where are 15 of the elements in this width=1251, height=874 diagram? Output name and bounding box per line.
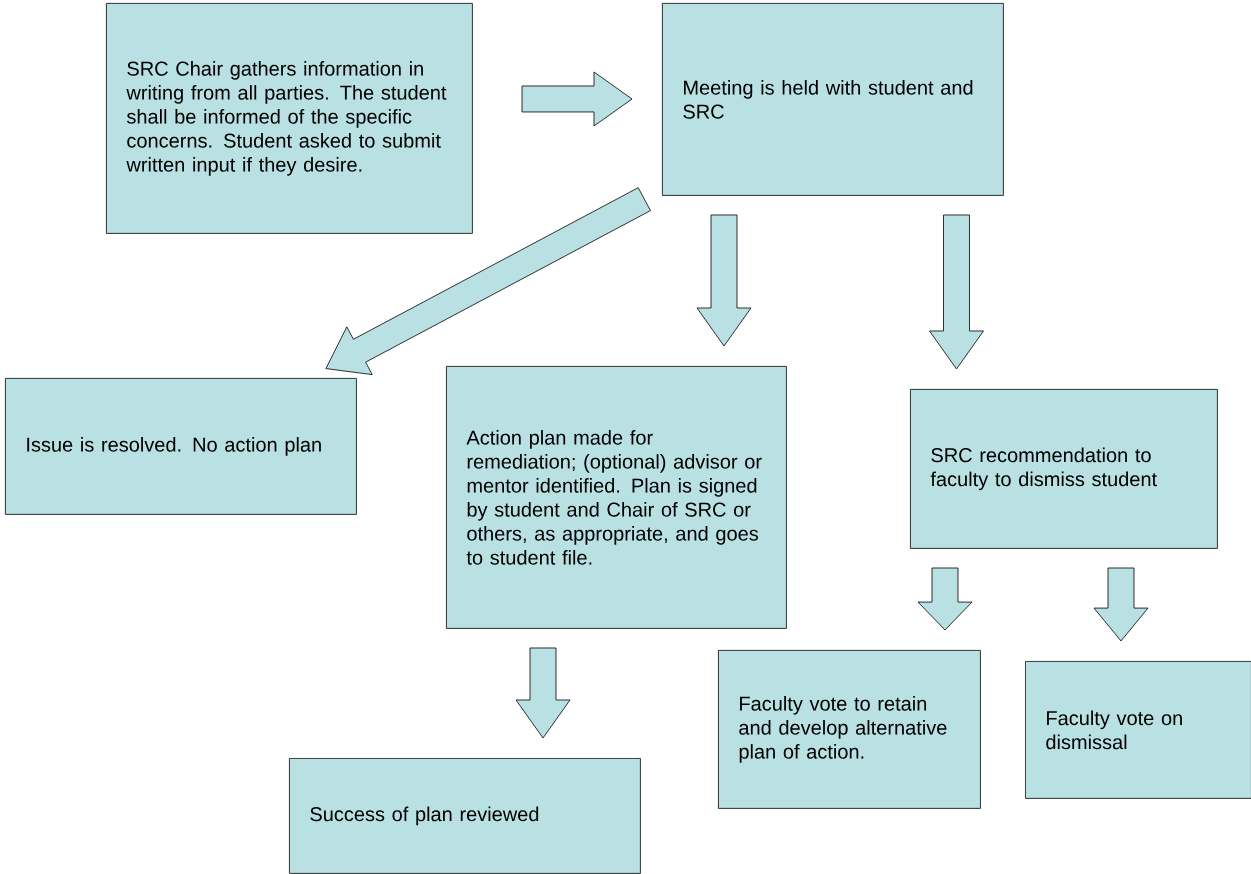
block-arrow [917,567,973,631]
process-box: SRC recommendation to faculty to dismiss student [910,389,1218,549]
block-arrow [1093,567,1149,642]
block-arrow [521,71,633,127]
process-box: Faculty vote on dismissal [1025,661,1251,799]
process-box: Faculty vote to retain and develop alternative plan of action. [718,650,981,809]
process-box: SRC Chair gathers information in writing from all parties. The student shall be informed of the specific concerns. Student asked to submit written input if they desire. [106,3,473,234]
block-arrow [929,214,984,370]
process-box: Meeting is held with student and SRC [662,3,1004,196]
process-box: Action plan made for remediation; (optional) advisor or mentor identified. Plan is signed by student and Chair of SRC or others, as appropriate, and goes to student file. [446,366,787,629]
block-arrow [325,187,651,375]
process-box: Issue is resolved. No action plan [5,378,357,515]
process-box: Success of plan reviewed [289,758,641,874]
block-arrow [696,214,752,347]
block-arrow [515,647,571,739]
